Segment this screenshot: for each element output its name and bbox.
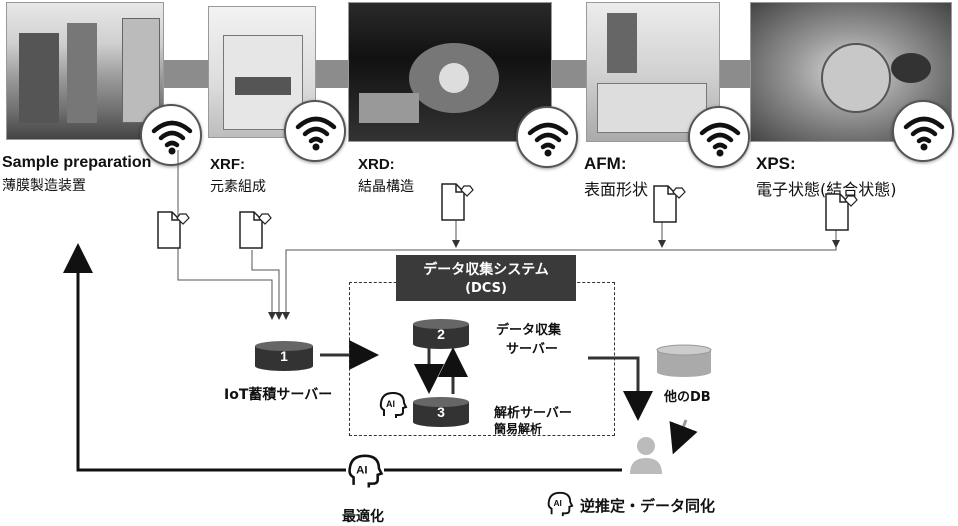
- afm-label-en: AFM:: [584, 154, 627, 173]
- optimize-ai-head-icon: AI: [346, 452, 384, 490]
- xrf-document-tag-icon: [238, 210, 272, 252]
- inverse-ai-head-icon: AI: [546, 490, 574, 518]
- sample-wifi-icon: [140, 104, 202, 166]
- person-icon: [628, 434, 664, 476]
- xrd-photo: [348, 2, 552, 142]
- svg-text:AI: AI: [553, 498, 561, 508]
- xrd-wifi-icon: [516, 106, 578, 168]
- afm-document-tag-icon: [652, 184, 686, 226]
- xrf-label-jp: 元素組成: [210, 179, 266, 195]
- iot-server-label: IoT蓄積サーバー: [224, 387, 333, 403]
- inverse-estimation-label: 逆推定・データ同化: [580, 497, 716, 515]
- xrf-label-en: XRF:: [210, 156, 245, 173]
- xrd-document-tag-icon: [440, 182, 474, 224]
- iot-server-number: 1: [280, 348, 288, 364]
- xps-label-jp: 電子状態(結合状態): [756, 180, 897, 199]
- dcs-title: データ収集システム (DCS): [396, 255, 576, 301]
- svg-text:AI: AI: [386, 399, 395, 409]
- collection-server-label-2: サーバー: [506, 342, 558, 357]
- sample-label-en: Sample preparation: [2, 154, 152, 171]
- xps-label-en: XPS:: [756, 154, 796, 173]
- xps-document-tag-icon: [824, 192, 858, 234]
- analysis-server-number: 3: [437, 404, 445, 420]
- sample-preparation-photo: [6, 2, 164, 140]
- other-db-database-icon: [656, 344, 712, 378]
- sample-document-tag-icon: [156, 210, 190, 252]
- svg-text:AI: AI: [356, 465, 367, 477]
- collection-server-number: 2: [437, 326, 445, 342]
- iot-server-database-icon: 1: [254, 340, 314, 372]
- dcs-subtitle-text: (DCS): [465, 281, 507, 296]
- sample-label-jp: 薄膜製造装置: [2, 178, 86, 194]
- xrd-label-en: XRD:: [358, 156, 395, 173]
- collection-server-label-1: データ収集: [496, 323, 562, 338]
- optimize-label: 最適化: [342, 509, 384, 525]
- analysis-server-sublabel: 簡易解析: [494, 422, 543, 436]
- afm-wifi-icon: [688, 106, 750, 168]
- other-db-label: 他のDB: [664, 390, 711, 405]
- xps-wifi-icon: [892, 100, 954, 162]
- collection-server-database-icon: 2: [412, 318, 470, 350]
- xrd-label-jp: 結晶構造: [358, 179, 414, 195]
- dcs-ai-head-icon: AI: [378, 390, 408, 420]
- analysis-server-database-icon: 3: [412, 396, 470, 428]
- afm-label-jp: 表面形状: [584, 180, 649, 199]
- dcs-title-text: データ収集システム: [423, 262, 549, 278]
- analysis-server-label: 解析サーバー: [494, 406, 572, 421]
- xrf-wifi-icon: [284, 100, 346, 162]
